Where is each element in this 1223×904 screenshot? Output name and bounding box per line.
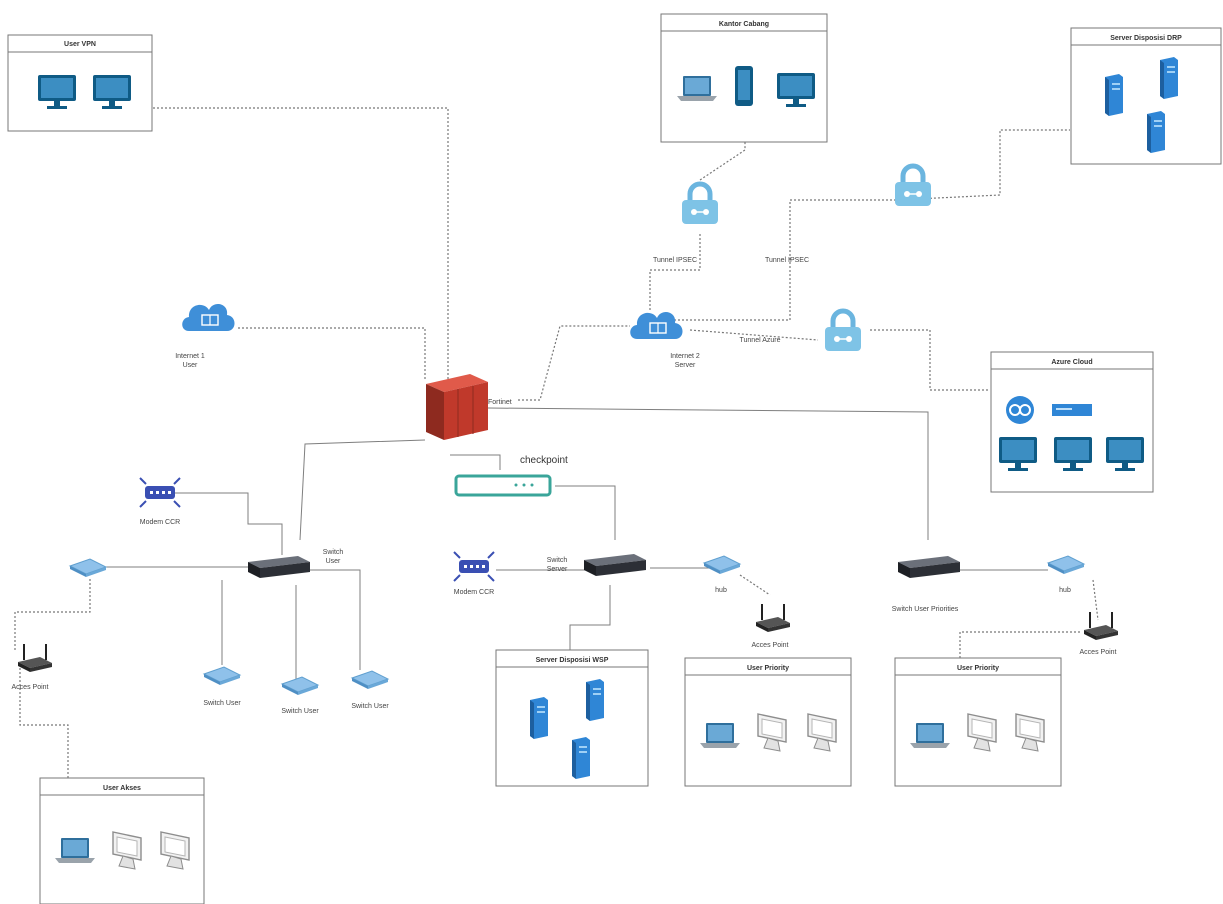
box-server-wsp: Server Disposisi WSP: [495, 649, 649, 787]
box-user-priority-1: User Priority: [684, 657, 852, 787]
label-tunnel-azure: Tunnel Azure: [739, 337, 781, 344]
label-switch-user: Switch User: [322, 549, 344, 565]
modem-ccr-icon: [453, 551, 495, 582]
vpn-lock-icon: [895, 166, 931, 206]
label-switch-user-b: Switch User: [281, 708, 319, 715]
server-icon: [586, 679, 604, 721]
label-access-point-right: Acces Point: [1079, 649, 1117, 656]
fortinet-firewall-icon: [426, 374, 488, 440]
label-switch-user-a: Switch User: [203, 700, 241, 707]
vpn-lock-icon: [825, 311, 861, 351]
box-title-azure-cloud: Azure Cloud: [1051, 359, 1092, 366]
internet-2-cloud-icon: [629, 311, 684, 340]
laptop-icon: [55, 838, 95, 863]
box-azure-cloud: Azure Cloud: [990, 351, 1154, 493]
label-tunnel-ipsec-2: Tunnel IPSEC: [764, 257, 810, 264]
label-hub-right: hub: [1059, 587, 1071, 594]
server-icon: [1160, 57, 1178, 99]
server-icon: [1147, 111, 1165, 153]
box-title-user-akses: User Akses: [103, 785, 141, 792]
azure-link-icon: [1006, 396, 1034, 424]
laptop-icon: [677, 76, 717, 101]
access-point-icon: [755, 603, 791, 633]
label-modem-ccr-mid: Modem CCR: [453, 589, 495, 596]
laptop-icon: [910, 723, 950, 748]
label-access-point-mid: Acces Point: [751, 642, 789, 649]
access-point-icon: [1083, 611, 1119, 641]
server-icon: [572, 737, 590, 779]
switch-user-hub-icon: [203, 666, 241, 686]
switch-user-hub-icon: [281, 676, 319, 696]
box-title-user-priority-2: User Priority: [957, 665, 999, 672]
hub-icon: [1047, 555, 1085, 575]
switch-user-icon: [248, 556, 310, 578]
label-checkpoint: checkpoint: [520, 455, 568, 466]
vpn-lock-icon: [682, 184, 718, 224]
label-hub-mid: hub: [715, 587, 727, 594]
checkpoint-appliance-icon: [454, 474, 552, 497]
box-user-akses: User Akses: [39, 777, 205, 904]
switch-server-icon: [584, 554, 646, 576]
mobile-phone-icon: [735, 66, 753, 106]
label-internet-2: Internet 2 Server: [670, 353, 700, 369]
label-tunnel-ipsec-1: Tunnel IPSEC: [652, 257, 698, 264]
label-access-point-left: Acces Point: [11, 684, 49, 691]
box-server-drp: Server Disposisi DRP: [1070, 27, 1222, 165]
server-icon: [1105, 74, 1123, 116]
label-switch-user-priorities: Switch User Priorities: [891, 606, 959, 613]
label-internet-1: Internet 1 User: [175, 353, 205, 369]
label-fortinet: Fortinet: [488, 399, 512, 406]
hub-icon: [69, 558, 107, 578]
hub-icon: [703, 555, 741, 575]
box-user-vpn: User VPN: [7, 34, 153, 132]
box-title-user-vpn: User VPN: [64, 41, 96, 48]
server-icon: [530, 697, 548, 739]
box-title-server-drp: Server Disposisi DRP: [1110, 35, 1182, 42]
label-switch-user-c: Switch User: [351, 703, 389, 710]
box-title-user-priority-1: User Priority: [747, 665, 789, 672]
solid-links: [96, 407, 1048, 680]
azure-storage-icon: [1052, 404, 1092, 416]
box-kantor-cabang: Kantor Cabang: [660, 13, 828, 143]
internet-1-cloud-icon: [181, 303, 236, 332]
label-switch-server: Switch Server: [546, 557, 568, 573]
switch-user-priorities-icon: [898, 556, 960, 578]
box-title-server-wsp: Server Disposisi WSP: [536, 657, 609, 664]
access-point-icon: [17, 643, 53, 673]
switch-user-hub-icon: [351, 670, 389, 690]
box-title-kantor-cabang: Kantor Cabang: [719, 21, 769, 28]
box-user-priority-2: User Priority: [894, 657, 1062, 787]
label-modem-ccr-left: Modem CCR: [139, 519, 181, 526]
laptop-icon: [700, 723, 740, 748]
modem-ccr-icon: [139, 477, 181, 508]
